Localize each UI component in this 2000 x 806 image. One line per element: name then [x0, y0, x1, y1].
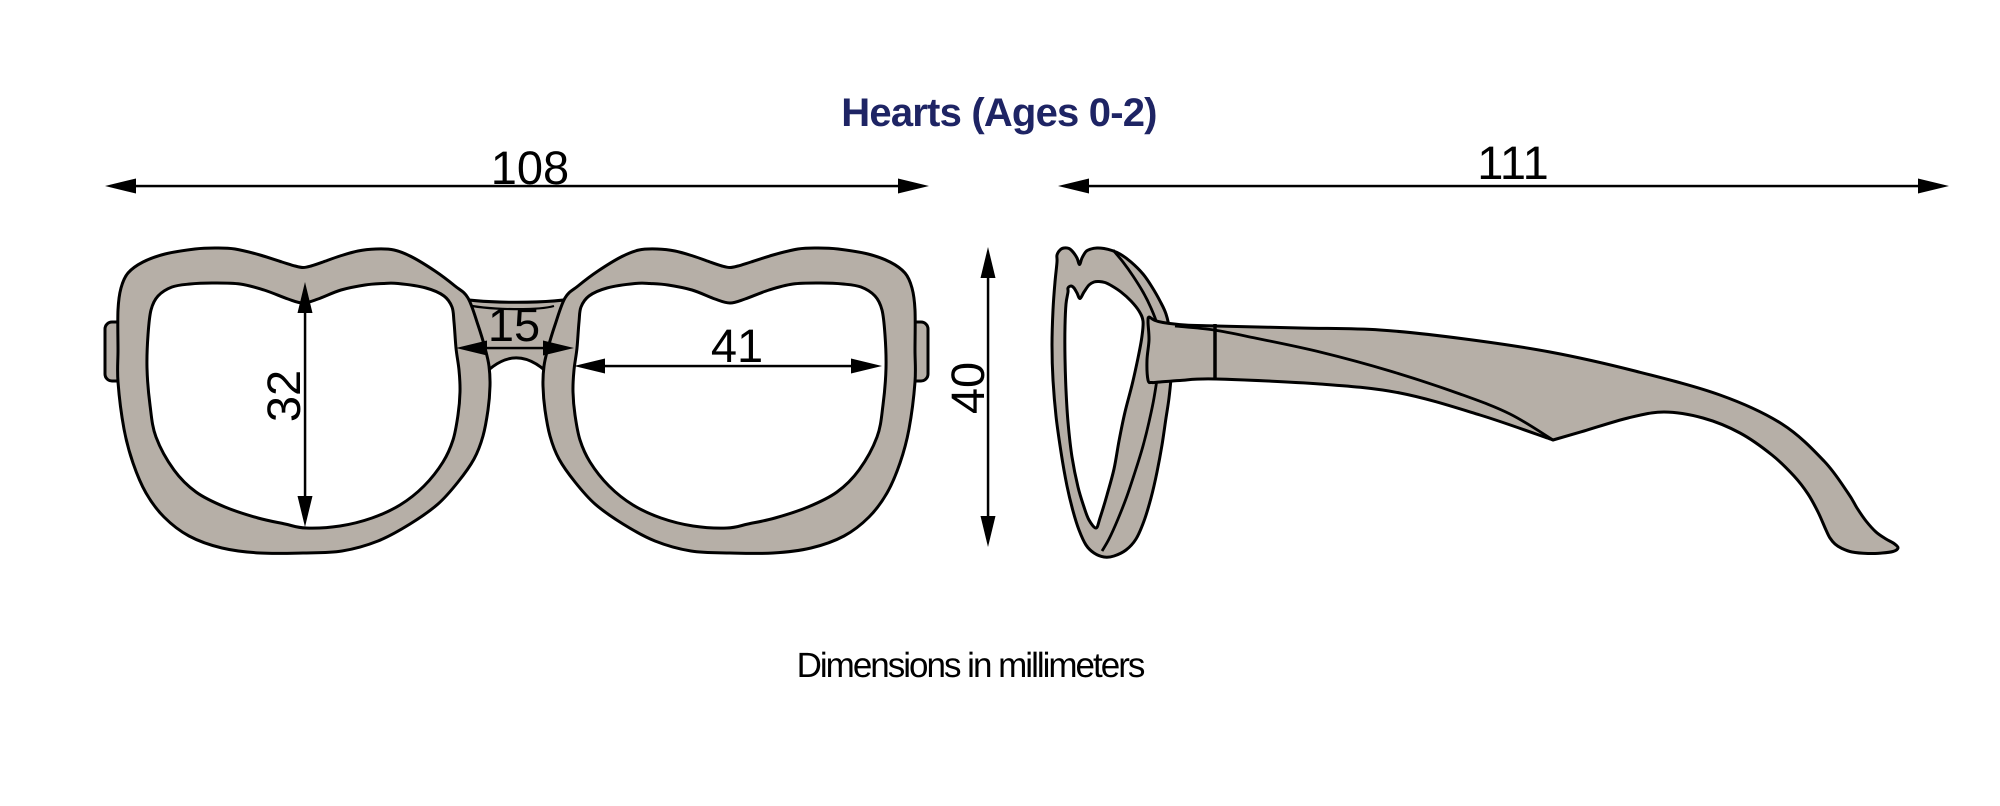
- svg-text:41: 41: [711, 319, 763, 372]
- svg-text:Dimensions in millimeters: Dimensions in millimeters: [797, 646, 1145, 685]
- svg-text:15: 15: [488, 298, 540, 351]
- svg-text:32: 32: [257, 370, 310, 422]
- svg-text:40: 40: [941, 362, 994, 414]
- svg-text:Hearts (Ages 0-2): Hearts (Ages 0-2): [841, 91, 1156, 135]
- svg-text:108: 108: [491, 141, 569, 194]
- svg-text:111: 111: [1477, 136, 1548, 189]
